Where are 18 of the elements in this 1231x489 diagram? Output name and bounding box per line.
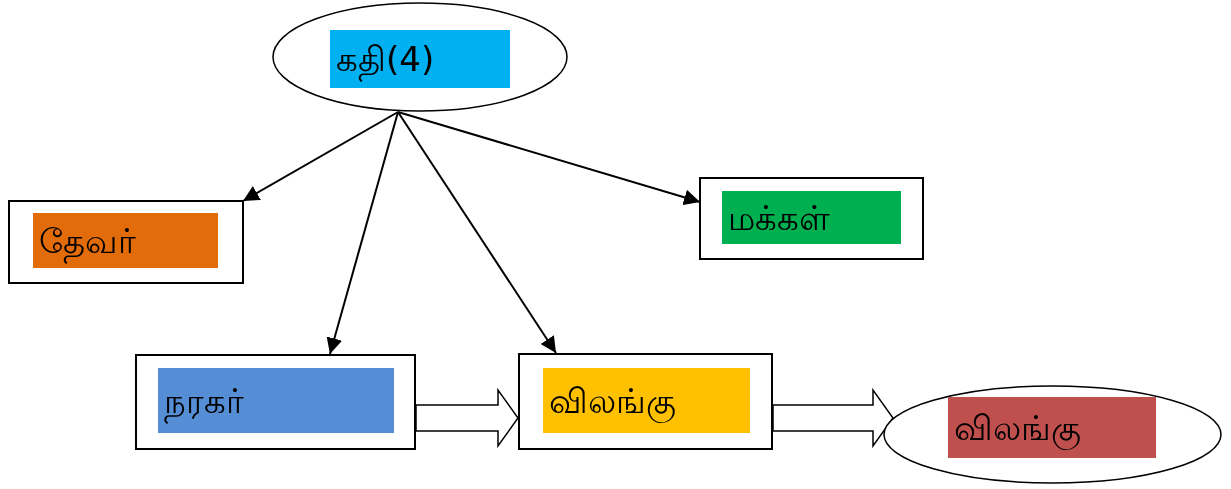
process-box <box>8 200 244 284</box>
arrow <box>397 111 701 206</box>
highlighted-label: நரகர் <box>158 368 394 433</box>
process-box <box>699 177 924 260</box>
arrow <box>397 111 557 354</box>
highlighted-label: கதி(4) <box>330 30 510 88</box>
process-box <box>518 353 773 450</box>
arrow <box>242 111 399 202</box>
process-box <box>135 354 416 450</box>
highlighted-label: விலங்கு <box>948 397 1156 458</box>
block-arrow <box>415 387 519 449</box>
block-arrow <box>772 387 894 449</box>
highlighted-label: விலங்கு <box>543 368 750 433</box>
highlighted-label: மக்கள் <box>722 191 901 244</box>
ellipse-node <box>272 2 568 112</box>
arrow <box>326 111 399 355</box>
ellipse-node <box>883 385 1222 484</box>
highlighted-label: தேவர் <box>33 213 218 268</box>
